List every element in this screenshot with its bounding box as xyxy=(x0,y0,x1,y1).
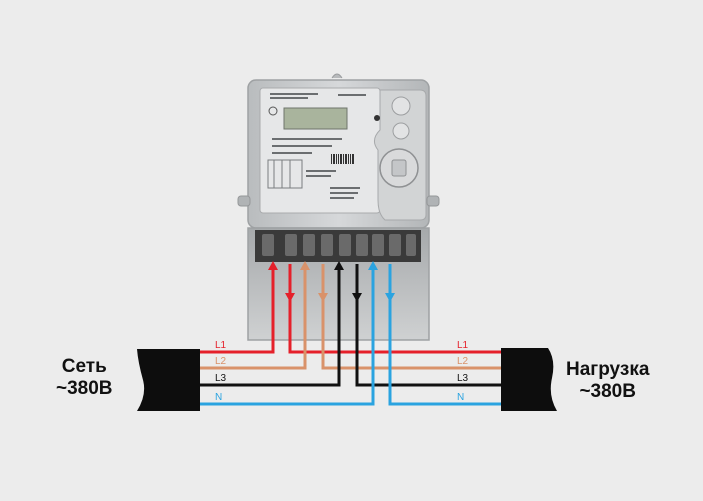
wire-l3-output xyxy=(355,264,501,387)
wire-l1-input xyxy=(200,270,275,354)
wire-n-input xyxy=(200,270,375,406)
meter-logo-icon xyxy=(268,106,278,116)
wire-n-output-arrow-icon xyxy=(385,293,395,302)
wire-label-left-l3: L3 xyxy=(215,373,227,384)
barcode xyxy=(331,154,354,164)
wire-label-right-l2: L2 xyxy=(457,356,469,367)
wire-label-left-n: N xyxy=(215,392,222,403)
load-label-name: Нагрузка xyxy=(566,359,650,380)
wire-l1-input-arrow-icon xyxy=(268,261,278,270)
wire-l2-input-arrow-icon xyxy=(300,261,310,270)
load-cable-block xyxy=(501,348,557,411)
wire-label-right-l1: L1 xyxy=(457,340,469,351)
wire-n-output xyxy=(388,264,501,406)
wire-l2-output-arrow-icon xyxy=(318,293,328,302)
wire-l3-input xyxy=(200,270,341,387)
wire-l3-input-arrow-icon xyxy=(334,261,344,270)
source-label-name: Сеть xyxy=(61,356,107,377)
meter-button-top-icon xyxy=(391,96,411,116)
wire-label-right-n: N xyxy=(457,392,464,403)
terminal-screws xyxy=(262,234,416,256)
load-label-voltage: ~380В xyxy=(579,381,636,402)
source-cable-block xyxy=(137,349,200,411)
electricity-meter xyxy=(237,73,440,341)
source-label: Сеть ~380В xyxy=(56,356,113,400)
wire-l2-input xyxy=(200,270,307,370)
source-label-voltage: ~380В xyxy=(56,378,113,399)
wire-label-left-l1: L1 xyxy=(215,340,227,351)
wire-label-left-l2: L2 xyxy=(215,356,227,367)
lcd-display xyxy=(283,107,348,130)
wire-l3-output-arrow-icon xyxy=(352,293,362,302)
meter-button-middle-icon xyxy=(392,122,410,140)
meter-nameplate-text xyxy=(270,93,366,199)
wire-l1-output-arrow-icon xyxy=(285,293,295,302)
wire-n-input-arrow-icon xyxy=(368,261,378,270)
meter-indicator-led-icon xyxy=(374,115,380,121)
wire-label-right-l3: L3 xyxy=(457,373,469,384)
load-label: Нагрузка ~380В xyxy=(566,359,649,403)
